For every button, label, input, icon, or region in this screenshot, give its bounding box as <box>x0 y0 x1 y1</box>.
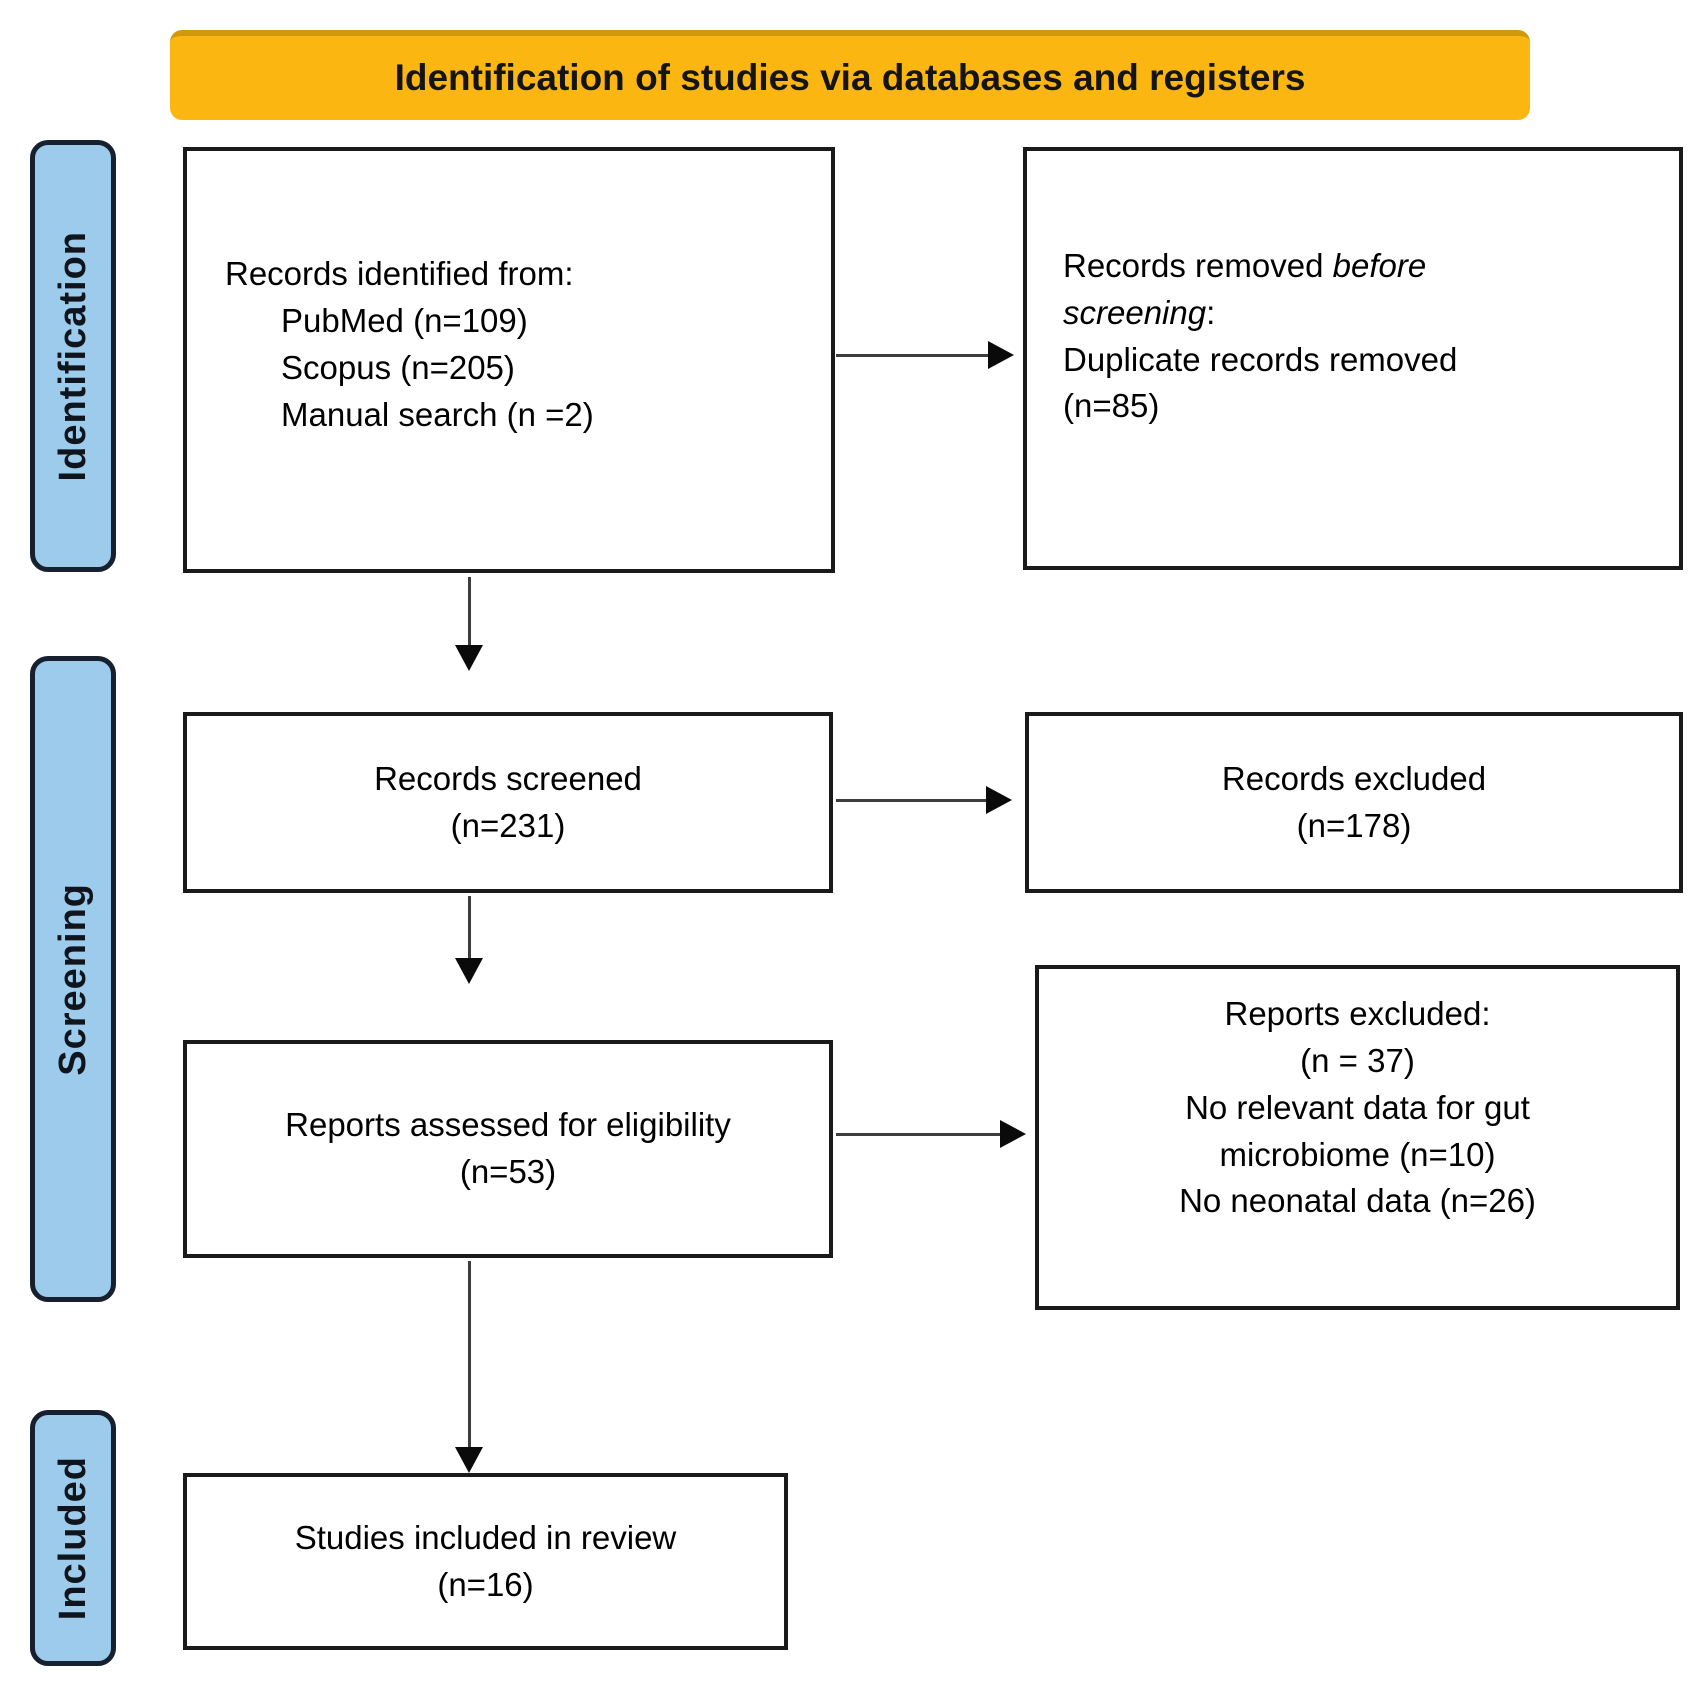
box-text-segment: Records removed <box>1063 246 1333 284</box>
box-text-segment: : <box>1206 293 1216 331</box>
reports-excluded-box: Reports excluded: (n = 37) No relevant d… <box>1035 965 1680 1310</box>
records-screened-box: Records screened (n=231) <box>183 712 833 893</box>
records-removed-box: Records removed before screening: Duplic… <box>1023 147 1683 570</box>
box-text-line: screening: <box>1063 290 1215 337</box>
box-text-line: PubMed (n=109) <box>281 302 528 340</box>
box-text-line: Records screened <box>374 759 642 797</box>
arrow-down-icon <box>455 645 483 671</box>
records-excluded-box: Records excluded (n=178) <box>1025 712 1683 893</box>
banner-identification-of-studies: Identification of studies via databases … <box>170 30 1530 120</box>
arrow-identified-to-screened-stem <box>468 577 471 647</box>
box-text-line: No relevant data for gut <box>1185 1088 1530 1126</box>
arrow-down-icon <box>455 1447 483 1473</box>
box-text-segment-italic: before <box>1332 246 1427 284</box>
arrow-assessed-to-excluded-stem <box>836 1133 1002 1136</box>
box-text-line: Reports assessed for eligibility <box>285 1106 731 1144</box>
box-text-line: (n=178) <box>1296 806 1412 844</box>
arrow-right-icon <box>1000 1120 1026 1148</box>
banner-title: Identification of studies via databases … <box>394 57 1306 98</box>
box-text-segment-italic: screening <box>1063 293 1207 331</box>
arrow-assessed-to-included-stem <box>468 1261 471 1449</box>
box-text-line: (n=53) <box>459 1153 557 1190</box>
box-text-line: Reports excluded: <box>1224 995 1491 1032</box>
arrow-right-icon <box>988 341 1014 369</box>
studies-included-box: Studies included in review (n=16) <box>183 1473 788 1650</box>
records-identified-box: Records identified from: PubMed (n=109) … <box>183 147 835 573</box>
stage-label-included: Included <box>51 1455 94 1621</box>
box-text-line: (n = 37) <box>1300 1041 1415 1079</box>
box-text-line: Records removed before <box>1063 243 1426 290</box>
box-text-line: Studies included in review <box>294 1518 677 1556</box>
box-text-line: Duplicate records removed <box>1063 340 1458 378</box>
stage-tab-identification: Identification <box>30 140 116 572</box>
box-text-line: Scopus (n=205) <box>281 349 515 386</box>
arrow-identified-to-removed-stem <box>836 354 992 357</box>
box-text-line: (n=16) <box>437 1565 534 1603</box>
box-text-line: Manual search (n =2) <box>281 395 594 433</box>
arrow-down-icon <box>455 958 483 984</box>
box-text-line: No neonatal data (n=26) <box>1179 1182 1536 1220</box>
box-text-line: Records excluded <box>1221 759 1487 797</box>
reports-assessed-box: Reports assessed for eligibility (n=53) <box>183 1040 833 1258</box>
arrow-right-icon <box>986 786 1012 814</box>
arrow-screened-to-excluded-stem <box>836 799 988 802</box>
box-text-line: (n=85) <box>1063 387 1160 425</box>
stage-tab-included: Included <box>30 1410 116 1666</box>
arrow-screened-to-assessed-stem <box>468 896 471 960</box>
stage-label-screening: Screening <box>51 882 94 1076</box>
stage-tab-screening: Screening <box>30 656 116 1302</box>
box-text-line: Records identified from: <box>225 255 574 293</box>
box-text-line: (n=231) <box>450 806 566 844</box>
box-text-line: microbiome (n=10) <box>1219 1135 1496 1173</box>
stage-label-identification: Identification <box>51 230 94 482</box>
